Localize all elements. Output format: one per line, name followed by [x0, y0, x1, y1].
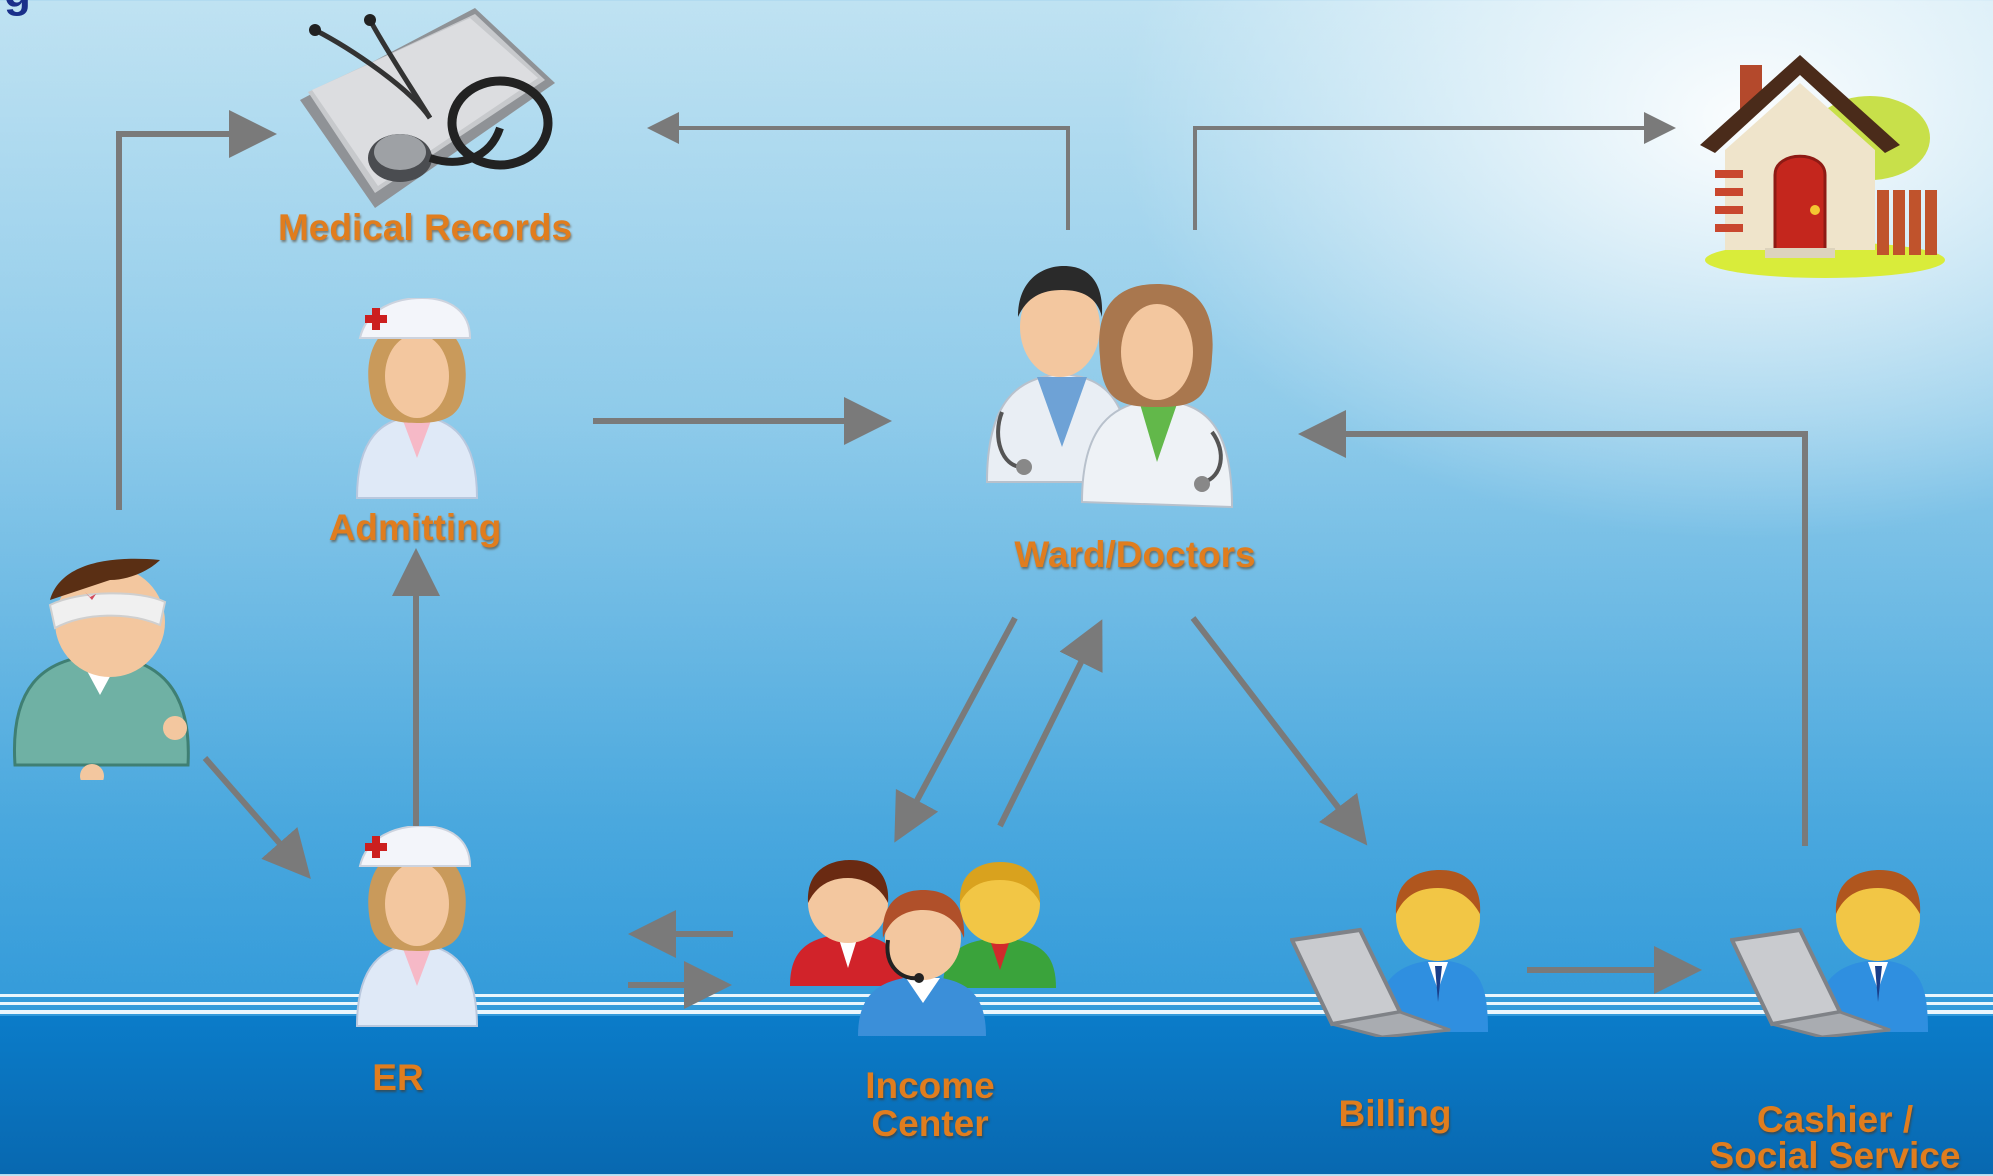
admitting-label: Admitting [328, 507, 502, 548]
arrow-ward-to-income [894, 616, 1018, 843]
doctors-icon [985, 266, 1234, 509]
nurse-icon [355, 826, 479, 1027]
band-stripe [0, 1002, 1993, 1005]
er-label: ER [372, 1057, 424, 1098]
house-icon [1700, 55, 1945, 278]
arrow-income-to-ward [997, 619, 1103, 828]
arrow-cashier-to-ward [1298, 410, 1808, 846]
arrow-patient-to-er [202, 756, 311, 880]
arrow-patient-to-medical-records [116, 110, 277, 510]
stethoscope-on-folder-icon [300, 8, 555, 208]
clerk-laptop-icon [1730, 870, 1928, 1037]
income-center-label-line2: Center [871, 1103, 989, 1144]
arrow-ward-to-billing [1190, 616, 1368, 846]
clerk-laptop-icon [1290, 870, 1488, 1037]
cashier-label-line1: Cashier / [1756, 1099, 1914, 1140]
arrow-ward-to-medical-records [647, 112, 1070, 230]
arrow-ward-to-home [1193, 112, 1676, 230]
income-center-label-line1: Income [865, 1065, 995, 1106]
ward-doctors-label: Ward/Doctors [1014, 534, 1256, 575]
billing-label: Billing [1338, 1093, 1452, 1134]
staff-group-icon [790, 860, 1056, 1036]
injured-patient-icon [12, 558, 190, 780]
band-stripe [0, 994, 1993, 997]
bottom-band [0, 1016, 1993, 1174]
band-stripe [0, 1010, 1993, 1014]
medical-records-label: Medical Records [277, 207, 573, 248]
cashier-label-line2: Social Service [1709, 1135, 1961, 1176]
nurse-icon [355, 298, 479, 499]
